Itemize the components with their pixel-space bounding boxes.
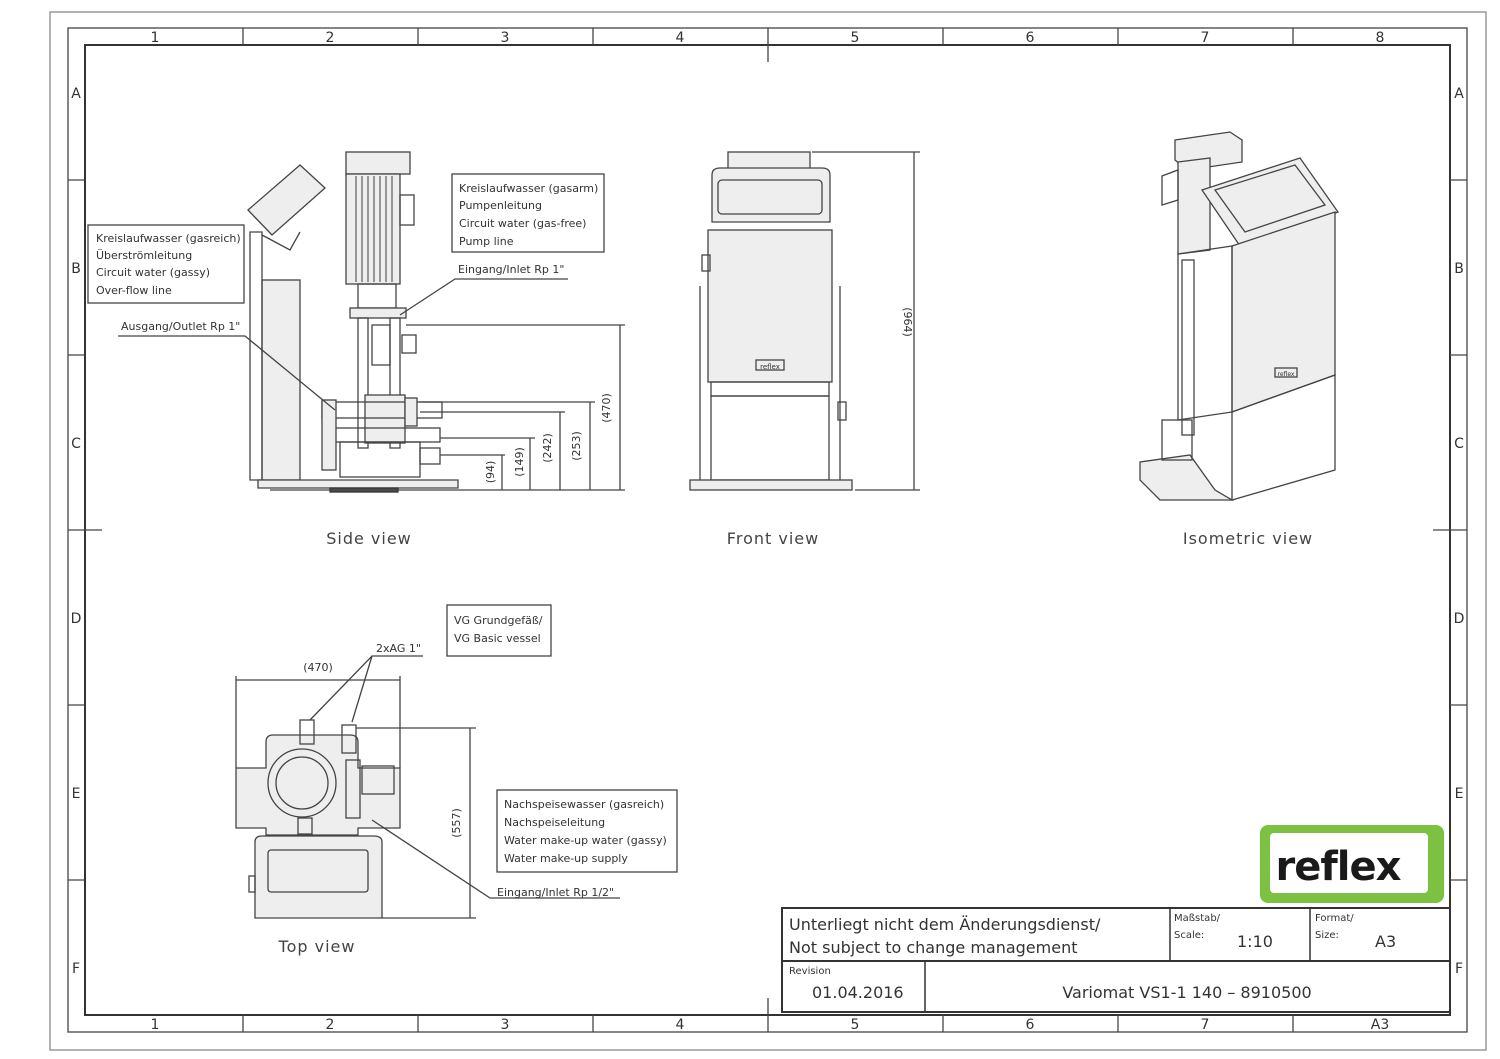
grid-col-bottom-6: 6 <box>1026 1017 1035 1033</box>
grid-col-bottom-7: 7 <box>1201 1017 1210 1033</box>
drawing-title: Variomat VS1-1 140 – 8910500 <box>1062 983 1311 1002</box>
dim-94: (94) <box>484 461 497 484</box>
grid-row-e-right: E <box>1455 786 1464 802</box>
dim-470-top: (470) <box>303 661 333 674</box>
isometric-view-title: Isometric view <box>1183 529 1313 548</box>
note-de: Unterliegt nicht dem Änderungsdienst/ <box>789 915 1101 934</box>
isometric-view: reflex Isometric view <box>1139 131 1340 548</box>
label-vessel-1: VG Grundgefäß/ <box>454 614 543 627</box>
revision-label: Revision <box>789 966 831 977</box>
label-vessel-2: VG Basic vessel <box>454 632 541 645</box>
label-gasfree-3: Circuit water (gas-free) <box>459 217 586 230</box>
label-gassy-3: Circuit water (gassy) <box>96 266 210 279</box>
title-block: Unterliegt nicht dem Änderungsdienst/ No… <box>781 907 1451 1013</box>
front-badge: reflex <box>760 363 780 371</box>
grid-col-bottom-5: 5 <box>851 1017 860 1033</box>
grid-row-c: C <box>71 436 81 452</box>
grid-row-b-right: B <box>1454 261 1464 277</box>
scale-value: 1:10 <box>1237 932 1273 951</box>
label-makeup-4: Water make-up supply <box>504 852 628 865</box>
label-gassy-1: Kreislaufwasser (gasreich) <box>96 232 241 245</box>
grid-col-5: 5 <box>851 30 860 46</box>
iso-badge: reflex <box>1278 371 1295 378</box>
dim-964: (964) <box>901 307 914 337</box>
grid-col-bottom-8: A3 <box>1371 1017 1389 1033</box>
drawing-frame: 1 2 3 4 5 6 7 8 1 2 3 4 5 6 7 A3 A B C D… <box>49 11 1487 1051</box>
format-value: A3 <box>1375 932 1396 951</box>
side-view-title: Side view <box>326 529 412 548</box>
grid-col-2: 2 <box>326 30 335 46</box>
dim-253: (253) <box>570 431 583 461</box>
grid-row-b: B <box>71 261 81 277</box>
dim-242: (242) <box>541 433 554 463</box>
dim-470-side: (470) <box>600 393 613 423</box>
label-makeup-2: Nachspeiseleitung <box>504 816 605 829</box>
dim-557: (557) <box>450 808 463 838</box>
dim-149: (149) <box>513 447 526 477</box>
note-en: Not subject to change management <box>789 938 1078 957</box>
grid-row-a: A <box>71 86 81 102</box>
label-gasfree-1: Kreislaufwasser (gasarm) <box>459 182 598 195</box>
side-view: (470) (253) (242) (149) (94) Kreislaufwa… <box>87 151 625 548</box>
grid-col-7: 7 <box>1201 30 1210 46</box>
grid-row-d: D <box>71 611 82 627</box>
grid-col-1: 1 <box>151 30 160 46</box>
grid-col-bottom-3: 3 <box>501 1017 510 1033</box>
grid-col-6: 6 <box>1026 30 1035 46</box>
revision-date: 01.04.2016 <box>812 983 904 1002</box>
label-gasfree-2: Pumpenleitung <box>459 199 542 212</box>
grid-row-c-right: C <box>1454 436 1464 452</box>
grid-row-d-right: D <box>1454 611 1465 627</box>
format-label-en: Size: <box>1315 930 1339 941</box>
grid-col-4: 4 <box>676 30 685 46</box>
format-label-de: Format/ <box>1315 913 1354 924</box>
scale-label-en: Scale: <box>1174 930 1204 941</box>
top-view: (470) (557) 2xAG 1" VG Grundgefäß/ VG Ba… <box>235 604 678 956</box>
grid-col-bottom-2: 2 <box>326 1017 335 1033</box>
label-connections: 2xAG 1" <box>376 642 421 655</box>
label-makeup-3: Water make-up water (gassy) <box>504 834 667 847</box>
grid-row-e: E <box>72 786 81 802</box>
front-view: reflex (964) Front view <box>689 151 920 548</box>
label-gassy-4: Over-flow line <box>96 284 172 297</box>
label-gassy-2: Überströmleitung <box>96 249 192 262</box>
grid-col-8: 8 <box>1376 30 1385 46</box>
grid-col-bottom-1: 1 <box>151 1017 160 1033</box>
reflex-logo: reflex <box>1260 825 1444 903</box>
label-outlet-side: Ausgang/Outlet Rp 1" <box>121 320 240 333</box>
top-view-title: Top view <box>278 937 356 956</box>
scale-label-de: Maßstab/ <box>1174 913 1221 924</box>
front-view-title: Front view <box>727 529 819 548</box>
grid-col-bottom-4: 4 <box>676 1017 685 1033</box>
label-inlet-side: Eingang/Inlet Rp 1" <box>458 263 564 276</box>
grid-col-3: 3 <box>501 30 510 46</box>
grid-row-f-right: F <box>1455 961 1463 977</box>
logo-text: reflex <box>1276 844 1402 890</box>
label-makeup-1: Nachspeisewasser (gasreich) <box>504 798 664 811</box>
grid-row-f: F <box>72 961 80 977</box>
label-inlet-top: Eingang/Inlet Rp 1/2" <box>497 886 614 899</box>
grid-row-a-right: A <box>1454 86 1464 102</box>
label-gasfree-4: Pump line <box>459 235 514 248</box>
